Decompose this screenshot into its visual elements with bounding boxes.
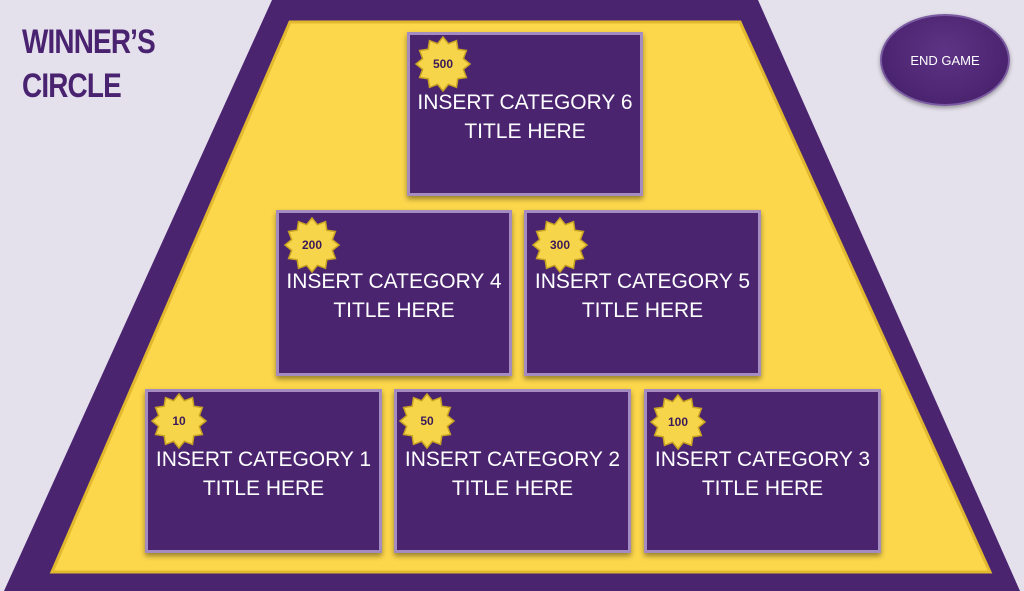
category-3-line-2: TITLE HERE [701,477,824,500]
category-2-card[interactable]: INSERT CATEGORY 2 TITLE HERE [394,389,631,553]
category-3-line-1: INSERT CATEGORY 3 [654,448,871,471]
star-badge-icon [414,35,472,93]
points-label: 100 [667,415,689,429]
title-line-2: CIRCLE [22,67,122,105]
star-badge-icon [283,216,341,274]
category-5-line-2: TITLE HERE [581,299,704,322]
star-badge-icon [531,216,589,274]
points-badge-300: 300 [531,216,589,274]
points-badge-10: 10 [150,392,208,450]
points-label: 10 [172,414,186,428]
category-6-line-1: INSERT CATEGORY 6 [417,91,633,114]
points-label: 200 [301,238,323,252]
category-1-line-1: INSERT CATEGORY 1 [155,448,372,471]
points-label: 500 [432,57,454,71]
category-6-line-2: TITLE HERE [464,120,586,143]
points-badge-200: 200 [283,216,341,274]
points-badge-500: 500 [414,35,472,93]
category-2-line-2: TITLE HERE [451,477,574,500]
star-badge-icon [649,393,707,451]
title-line-1: WINNER’S [22,23,156,61]
category-5-card[interactable]: INSERT CATEGORY 5 TITLE HERE [524,210,761,376]
category-2-line-1: INSERT CATEGORY 2 [404,448,621,471]
category-5-line-1: INSERT CATEGORY 5 [534,270,751,293]
end-game-button[interactable]: END GAME [880,14,1010,106]
page-title: WINNER’S CIRCLE [22,20,156,108]
category-4-line-2: TITLE HERE [333,299,455,322]
star-badge-icon [398,392,456,450]
category-1-line-2: TITLE HERE [202,477,325,500]
points-badge-100: 100 [649,393,707,451]
points-label: 50 [420,414,434,428]
points-label: 300 [549,238,571,252]
points-badge-50: 50 [398,392,456,450]
category-4-line-1: INSERT CATEGORY 4 [286,270,502,293]
star-badge-icon [150,392,208,450]
